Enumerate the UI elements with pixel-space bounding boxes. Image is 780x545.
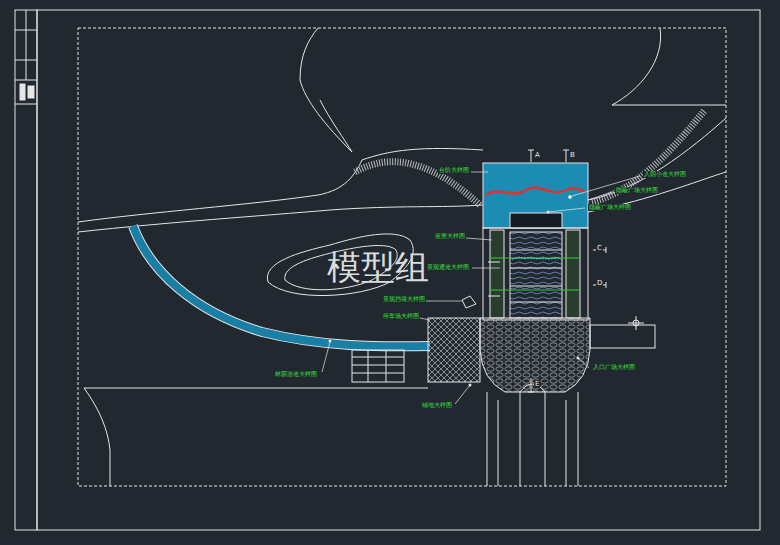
- watermark: 模型组: [326, 248, 430, 287]
- leader-lines: [322, 172, 640, 404]
- drawing-border: [78, 28, 726, 486]
- section-letter: C: [596, 244, 603, 252]
- plaza: [483, 163, 588, 228]
- callout-label: 入园小道大样图: [643, 171, 687, 178]
- section-letter: D: [596, 279, 603, 287]
- callout-label: 入口广场大样图: [592, 364, 636, 371]
- callout-label: 景观挡墙大样图: [382, 296, 426, 303]
- callout-label: 座凳大样图: [434, 233, 466, 240]
- callout-label: 台阶大样图: [438, 167, 470, 174]
- winding-path: [486, 188, 586, 195]
- gravel-path: [592, 110, 705, 202]
- section-marks: [488, 150, 606, 392]
- callout-label: 林荫游道大样图: [274, 371, 318, 378]
- terraces: [462, 228, 588, 320]
- callout-label: 隐蔽广场大样图: [588, 204, 632, 211]
- shaded-walk: [133, 226, 430, 346]
- callout-label: 停车场大样图: [382, 313, 420, 320]
- gravel-path: [355, 162, 480, 205]
- section-letter: A: [534, 151, 541, 159]
- callout-label: 景观通道大样图: [426, 264, 470, 271]
- road-lines: [78, 28, 726, 486]
- callout-label: 隐蔽广场大样图: [615, 187, 659, 194]
- entry-plaza: [480, 318, 590, 392]
- title-strip: [15, 10, 37, 530]
- steps: [510, 213, 562, 228]
- plant-table: [352, 350, 404, 382]
- paved-square: [428, 318, 480, 382]
- walk-outline: [133, 226, 430, 346]
- callout-label: 铺地大样图: [421, 402, 453, 409]
- section-letter: E: [534, 380, 540, 388]
- sheet-frame: [37, 10, 760, 530]
- section-letter: B: [569, 151, 576, 159]
